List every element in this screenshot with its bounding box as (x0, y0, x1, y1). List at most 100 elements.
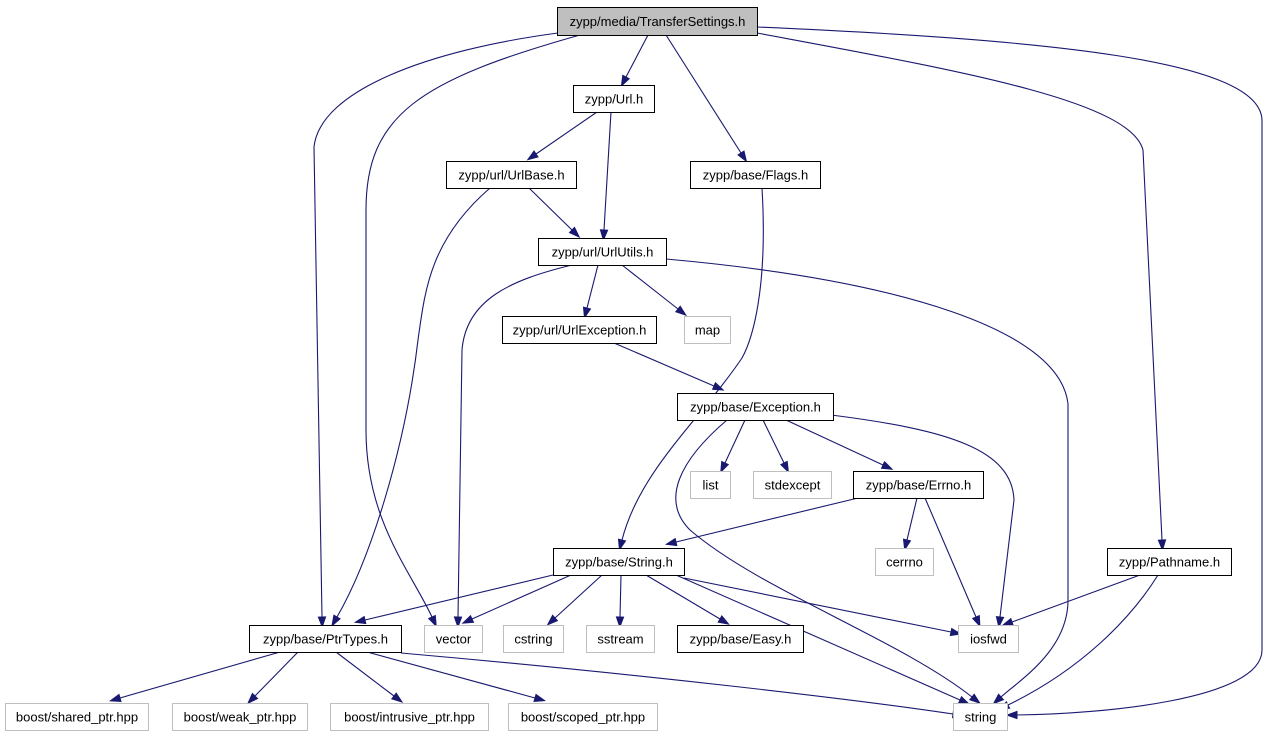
arrowhead-icon (546, 614, 559, 626)
edge-line (535, 111, 598, 155)
arrowhead-icon (317, 616, 327, 629)
arrowhead-icon (1157, 539, 1167, 552)
node-box (5, 703, 149, 731)
node-label: boost/intrusive_ptr.hpp (344, 710, 475, 725)
edge-urlbase-to-ptrtypes (331, 187, 491, 627)
edge-root-to-ptrtypes (313, 32, 559, 629)
edge-line (1007, 574, 1159, 706)
node-label: zypp/Url.h (585, 92, 644, 107)
edge-line (785, 419, 884, 466)
node-box (690, 161, 821, 189)
edge-string_h-to-vector (461, 574, 572, 624)
node-list: list (690, 471, 731, 499)
node-scoped: boost/scoped_ptr.hpp (508, 703, 658, 731)
edge-root-to-vector (365, 34, 581, 628)
node-box (424, 625, 483, 653)
edge-url-to-urlutils (599, 111, 612, 242)
node-label: zypp/Pathname.h (1119, 555, 1220, 570)
node-url[interactable]: zypp/Url.h (573, 85, 655, 113)
edge-line (645, 574, 721, 620)
arrowhead-icon (880, 460, 894, 470)
edge-line (313, 32, 559, 618)
node-label: cerrno (886, 555, 923, 570)
edge-line (119, 651, 281, 699)
edge-line (906, 497, 918, 541)
edge-urlutils-to-map (621, 264, 688, 317)
arrowhead-icon (568, 226, 581, 239)
node-string_h[interactable]: zypp/base/String.h (553, 548, 685, 576)
edge-line (528, 187, 573, 231)
edge-line (336, 187, 491, 618)
edge-line (586, 264, 599, 309)
node-box (953, 703, 1008, 731)
arrowhead-icon (617, 538, 627, 552)
node-flags[interactable]: zypp/base/Flags.h (690, 161, 821, 189)
node-box (503, 625, 564, 653)
arrowhead-icon (737, 150, 748, 163)
edge-string_h-to-easy (645, 574, 730, 625)
arrowhead-icon (957, 695, 971, 705)
arrowhead-icon (995, 616, 1005, 629)
edge-exc-to-stdexcept (762, 419, 790, 474)
node-root[interactable]: zypp/media/TransferSettings.h (557, 7, 758, 36)
arrowhead-icon (720, 460, 730, 474)
edge-line (724, 419, 746, 464)
edge-line (365, 34, 581, 618)
edge-line (603, 111, 612, 231)
edge-line (756, 32, 1163, 541)
edge-line (400, 652, 954, 715)
node-vector: vector (424, 625, 483, 653)
node-string: string (953, 703, 1008, 731)
edge-line (621, 264, 679, 310)
node-label: vector (436, 632, 472, 647)
node-box (875, 548, 934, 576)
edge-line (254, 651, 299, 697)
node-pathname[interactable]: zypp/Pathname.h (1107, 548, 1232, 576)
node-intrusive: boost/intrusive_ptr.hpp (330, 703, 489, 731)
arrowhead-icon (453, 616, 463, 629)
node-easy[interactable]: zypp/base/Easy.h (677, 625, 804, 653)
node-ptrtypes[interactable]: zypp/base/PtrTypes.h (249, 625, 402, 653)
arrowhead-icon (971, 614, 981, 628)
arrowhead-icon (717, 615, 730, 625)
edge-line (762, 419, 785, 464)
node-box (172, 703, 308, 731)
arrowhead-icon (620, 74, 631, 88)
edge-line (621, 187, 764, 541)
arrowhead-icon (779, 460, 790, 474)
edge-flags-to-string_h (617, 187, 764, 552)
edge-line (675, 419, 973, 698)
edge-string_h-to-iosfwd (683, 577, 963, 637)
edge-root-to-flags (665, 34, 748, 163)
node-box (508, 703, 658, 731)
node-label: zypp/url/UrlException.h (513, 323, 647, 338)
node-box (538, 238, 667, 266)
node-box (677, 393, 834, 421)
node-label: map (695, 323, 720, 338)
edge-line (619, 574, 622, 618)
arrowhead-icon (711, 381, 725, 391)
node-errno_h[interactable]: zypp/base/Errno.h (853, 471, 984, 499)
node-label: zypp/base/Errno.h (866, 478, 972, 493)
node-box (557, 7, 758, 36)
node-map: map (684, 316, 731, 344)
node-label: boost/shared_ptr.hpp (16, 710, 138, 725)
arrowhead-icon (390, 692, 404, 703)
edge-ptrtypes-to-weak (246, 651, 299, 705)
arrowhead-icon (664, 537, 678, 547)
node-urlexc[interactable]: zypp/url/UrlException.h (502, 316, 657, 344)
node-sstream: sstream (586, 625, 655, 653)
edge-urlutils-to-urlexc (582, 264, 599, 320)
edge-line (1011, 574, 1141, 623)
edge-root-to-pathname (756, 32, 1167, 552)
node-label: boost/scoped_ptr.hpp (521, 710, 645, 725)
arrowhead-icon (246, 692, 259, 705)
edge-pathname-to-string (997, 574, 1159, 711)
node-urlbase[interactable]: zypp/url/UrlBase.h (446, 161, 577, 189)
node-shared: boost/shared_ptr.hpp (5, 703, 149, 731)
node-urlutils[interactable]: zypp/url/UrlUtils.h (538, 238, 667, 266)
arrowhead-icon (526, 150, 539, 161)
node-exc[interactable]: zypp/base/Exception.h (677, 393, 834, 421)
edge-line (471, 574, 572, 620)
nodes-layer: zypp/media/TransferSettings.h zypp/Url.h z… (5, 7, 1232, 731)
